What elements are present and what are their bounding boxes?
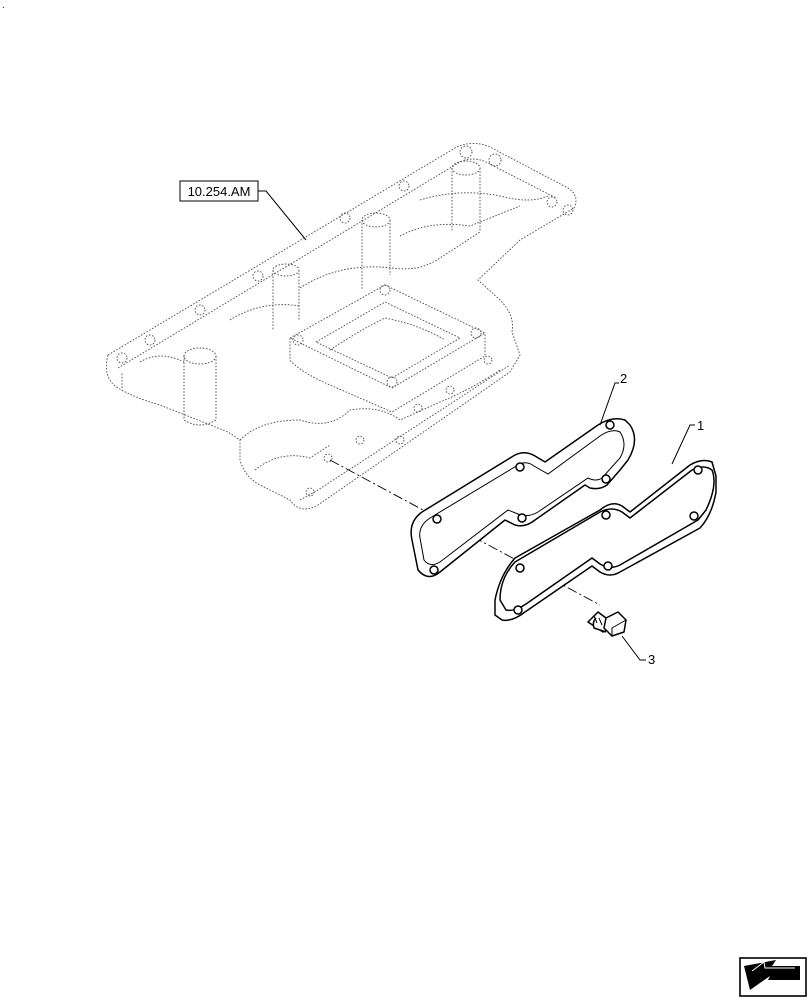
callout-3-label: 3 <box>648 652 655 667</box>
bolt-part-3 <box>587 611 627 637</box>
callout-1-leader <box>671 424 695 465</box>
callout-2-label: 2 <box>620 371 627 386</box>
gasket-part-2 <box>410 418 636 578</box>
reference-leader <box>258 190 307 241</box>
reference-box[interactable]: 10.254.AM <box>179 180 259 202</box>
corner-mark: . <box>2 0 5 11</box>
cover-plate-part-1 <box>494 459 717 622</box>
reference-box-label: 10.254.AM <box>188 184 251 199</box>
manifold-ghost <box>105 143 577 510</box>
callout-2-leader <box>599 382 619 426</box>
next-page-arrow-icon[interactable] <box>739 957 807 997</box>
callout-3-leader <box>621 635 646 661</box>
callout-1-label: 1 <box>697 418 704 433</box>
